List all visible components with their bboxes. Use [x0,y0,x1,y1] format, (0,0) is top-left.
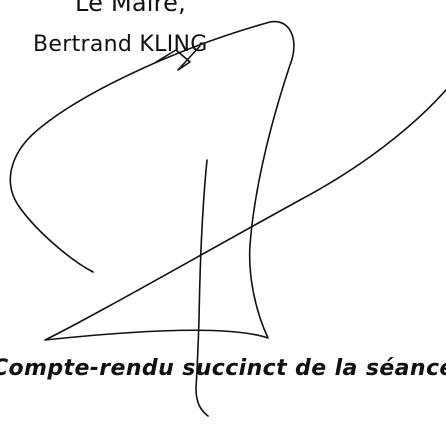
signatory-title: Le Maire, [75,0,186,17]
minutes-caption: Compte-rendu succinct de la séance [0,356,446,381]
